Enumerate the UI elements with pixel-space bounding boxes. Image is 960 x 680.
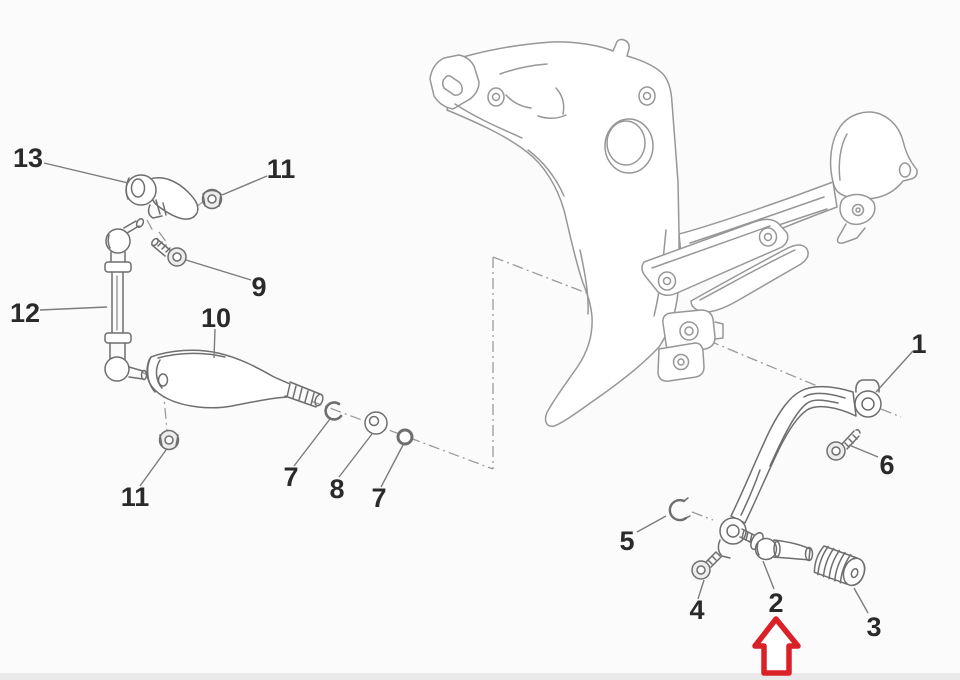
part-7-clip-left <box>324 401 343 421</box>
part-7-ring-right <box>396 428 414 446</box>
callout-4: 4 <box>689 595 704 625</box>
callout-13: 13 <box>13 143 43 173</box>
part-4-bolt <box>691 551 722 580</box>
part-8-washer <box>364 411 388 435</box>
callout-3: 3 <box>866 612 881 642</box>
part-11-nut-bottom <box>158 429 180 451</box>
callout-1: 1 <box>911 329 926 359</box>
part-6-bolt <box>826 429 861 461</box>
callout-2: 2 <box>768 588 783 618</box>
left-linkage-assembly <box>104 174 414 451</box>
part-10-selector-fork <box>146 349 324 409</box>
callout-11-top: 11 <box>267 154 296 184</box>
callout-8: 8 <box>329 474 344 504</box>
callout-12: 12 <box>10 298 40 328</box>
callout-labels: 1 2 3 4 5 6 7 7 8 9 10 11 11 12 13 <box>10 143 927 642</box>
part-1-gear-lever <box>717 379 882 559</box>
callout-7-right: 7 <box>371 483 386 513</box>
part-9-bolt <box>151 237 187 267</box>
part-3-lever-rubber <box>813 545 866 587</box>
callout-6: 6 <box>879 450 894 480</box>
part-12-linkage-rod <box>104 218 148 382</box>
right-gear-lever-assembly <box>668 379 882 587</box>
part-2-pivot-pin <box>739 528 814 562</box>
part-13-selector-clamp <box>125 174 199 220</box>
leader-lines <box>39 162 914 614</box>
image-bottom-edge <box>0 673 960 680</box>
callout-9: 9 <box>251 272 266 302</box>
callout-5: 5 <box>619 526 634 556</box>
part-11-nut-top <box>201 188 223 210</box>
part-5-circlip <box>668 497 691 522</box>
callout-11-bottom: 11 <box>121 482 150 512</box>
callout-10: 10 <box>201 303 231 333</box>
highlight-arrow-icon <box>752 616 801 676</box>
callout-7-left: 7 <box>283 462 298 492</box>
frame-bracket-drawing <box>429 38 918 427</box>
